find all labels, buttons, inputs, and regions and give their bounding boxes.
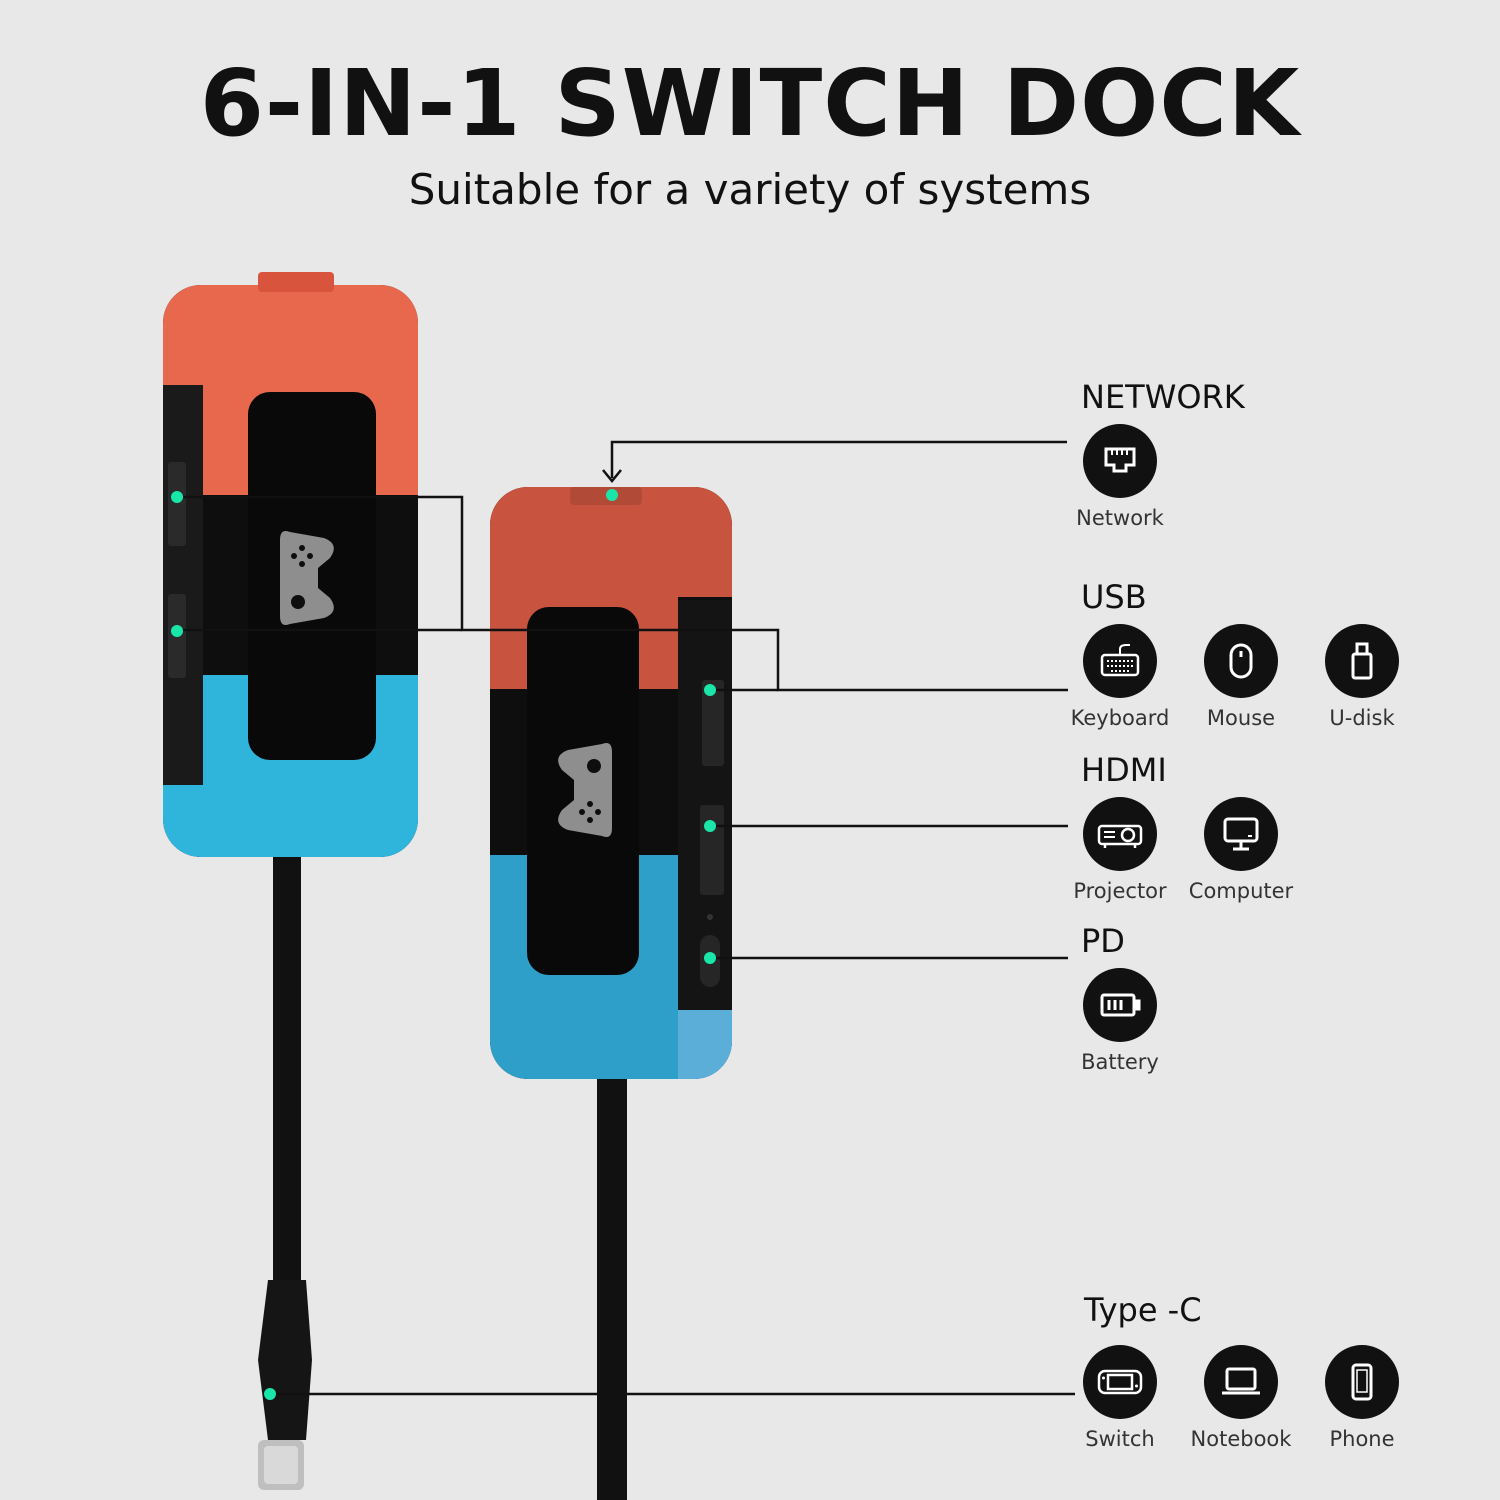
network-section-title: NETWORK xyxy=(1081,378,1245,416)
keyboard-item: Keyboard xyxy=(1060,624,1180,730)
icon-label: Network xyxy=(1076,506,1164,530)
notebook-item: Notebook xyxy=(1181,1345,1301,1451)
computer-item: Computer xyxy=(1181,797,1301,903)
ethernet-icon xyxy=(1083,424,1157,498)
icon-label: Switch xyxy=(1085,1427,1155,1451)
projector-icon xyxy=(1083,797,1157,871)
mouse-icon xyxy=(1204,624,1278,698)
connector-lines xyxy=(177,440,1075,1396)
pd-section-title: PD xyxy=(1081,922,1125,960)
icon-label: Mouse xyxy=(1206,706,1276,730)
usb-section-title: USB xyxy=(1081,578,1147,616)
laptop-icon xyxy=(1204,1345,1278,1419)
right-dock-cable xyxy=(597,1070,627,1500)
icon-label: Notebook xyxy=(1190,1427,1292,1451)
icon-label: Projector xyxy=(1073,879,1167,903)
switch-item: Switch xyxy=(1060,1345,1180,1451)
icon-label: Computer xyxy=(1188,879,1294,903)
left-gamepad-logo xyxy=(280,531,334,625)
hdmi-section-title: HDMI xyxy=(1081,751,1167,789)
page-title: 6-IN-1 SWITCH DOCK xyxy=(199,50,1301,157)
keyboard-icon xyxy=(1083,624,1157,698)
udisk-item: U-disk xyxy=(1302,624,1422,730)
network-item: Network xyxy=(1060,424,1180,530)
mouse-item: Mouse xyxy=(1181,624,1301,730)
projector-item: Projector xyxy=(1060,797,1180,903)
phone-icon xyxy=(1325,1345,1399,1419)
icon-label: U-disk xyxy=(1329,706,1395,730)
battery-item: Battery xyxy=(1060,968,1180,1074)
icon-label: Phone xyxy=(1329,1427,1395,1451)
battery-icon xyxy=(1083,968,1157,1042)
monitor-icon xyxy=(1204,797,1278,871)
typec-section-title: Type -C xyxy=(1084,1291,1202,1329)
usb-drive-icon xyxy=(1325,624,1399,698)
page-subtitle: Suitable for a variety of systems xyxy=(408,165,1092,214)
port-dots xyxy=(171,489,716,1400)
icon-label: Battery xyxy=(1081,1050,1159,1074)
icon-label: Keyboard xyxy=(1070,706,1170,730)
right-gamepad-logo xyxy=(558,743,612,837)
game-console-icon xyxy=(1083,1345,1157,1419)
phone-item: Phone xyxy=(1302,1345,1422,1451)
left-dock-cable xyxy=(258,855,312,1490)
